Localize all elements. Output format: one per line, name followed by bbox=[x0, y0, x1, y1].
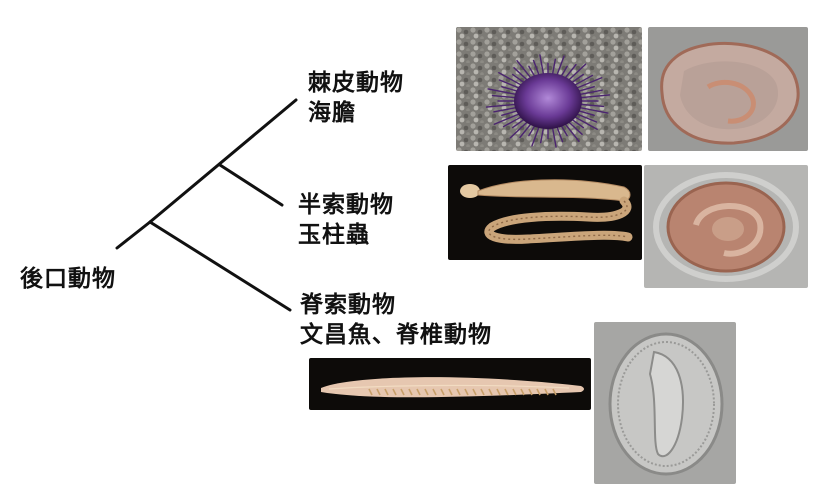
echinoderm-phylum: 棘皮動物 bbox=[308, 70, 404, 96]
echinoderm-larva-photo bbox=[648, 27, 808, 151]
branch-echinoderm bbox=[148, 98, 298, 224]
amphioxus-photo bbox=[309, 358, 591, 410]
echinoderm-label: 棘皮動物 海膽 bbox=[308, 68, 404, 128]
hemichordate-example: 玉柱蟲 bbox=[298, 222, 370, 248]
chordate-phylum: 脊索動物 bbox=[300, 292, 396, 318]
chordate-example: 文昌魚、脊椎動物 bbox=[300, 322, 492, 348]
chordate-embryo-photo bbox=[594, 322, 736, 484]
chordate-label: 脊索動物 文昌魚、脊椎動物 bbox=[300, 290, 492, 350]
hemichordate-phylum: 半索動物 bbox=[298, 192, 394, 218]
sea-urchin-photo bbox=[456, 27, 642, 151]
branch-chordate bbox=[148, 220, 292, 312]
root-branch bbox=[115, 220, 152, 250]
hemichordate-larva-photo bbox=[644, 165, 808, 288]
branch-hemichordate bbox=[218, 163, 284, 207]
hemichordate-label: 半索動物 玉柱蟲 bbox=[298, 190, 394, 250]
root-label: 後口動物 bbox=[20, 266, 116, 292]
echinoderm-example: 海膽 bbox=[308, 100, 356, 126]
acorn-worm-photo bbox=[448, 165, 642, 260]
